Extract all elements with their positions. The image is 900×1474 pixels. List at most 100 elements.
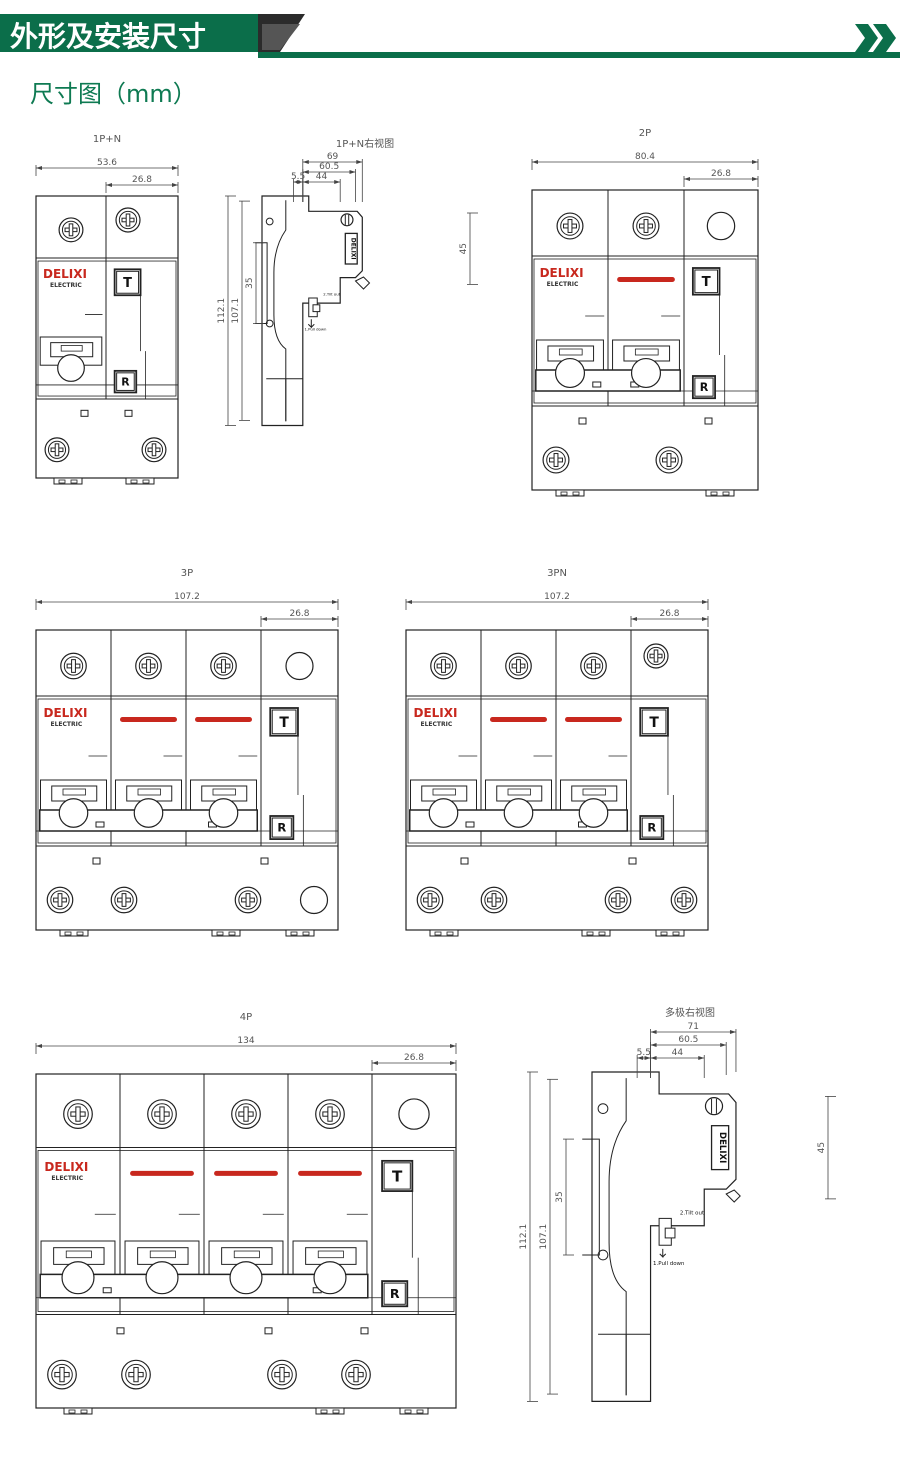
test-button-label: T bbox=[649, 715, 659, 731]
pole-handle-bar bbox=[298, 1170, 362, 1176]
reset-button: R bbox=[269, 815, 295, 841]
view-title: 3PN bbox=[547, 568, 567, 579]
dimension-label: 107.1 bbox=[539, 1224, 549, 1250]
side-inner-profile bbox=[273, 200, 287, 422]
dimension-line: 53.6 bbox=[35, 158, 179, 176]
blank-terminal-icon bbox=[145, 1261, 179, 1295]
dimension-line: 112.1 bbox=[519, 1071, 538, 1402]
terminal-screw-icon bbox=[115, 207, 141, 233]
dimension-label: 26.8 bbox=[711, 169, 731, 179]
blank-terminal-icon bbox=[398, 1098, 430, 1130]
terminal-screw-icon bbox=[267, 1359, 297, 1390]
terminal-screw-icon bbox=[341, 1359, 371, 1390]
dimension-line: 35 bbox=[245, 242, 264, 324]
view-title: 1P+N bbox=[93, 134, 121, 145]
terminal-screw-icon bbox=[655, 446, 683, 474]
side-label-plate: DELIXI bbox=[344, 232, 358, 265]
terminal-screw-icon bbox=[556, 212, 584, 240]
din-clip bbox=[53, 477, 83, 485]
view-title: 2P bbox=[639, 128, 651, 139]
din-clip bbox=[555, 489, 585, 497]
din-rail-slot bbox=[582, 1138, 600, 1256]
dimension-label: 107.1 bbox=[231, 298, 241, 324]
tilt-out-text: 2.Tilt out bbox=[680, 1211, 705, 1217]
din-clip bbox=[211, 929, 241, 937]
test-button: T bbox=[269, 707, 299, 737]
reset-button-label: R bbox=[121, 376, 130, 389]
din-clip bbox=[655, 929, 685, 937]
dimension-line: 107.2 bbox=[405, 592, 709, 610]
handle-tie-bar bbox=[39, 1273, 369, 1299]
reset-button: R bbox=[639, 815, 665, 841]
terminal-screw-icon bbox=[121, 1359, 151, 1390]
blank-terminal-icon bbox=[313, 1261, 347, 1295]
dimension-label: 35 bbox=[245, 277, 255, 288]
reset-button: R bbox=[113, 369, 138, 394]
dimension-line: 112.1 bbox=[217, 195, 236, 426]
latch-tab bbox=[354, 276, 371, 290]
terminal-screw-icon bbox=[604, 886, 632, 914]
dimension-label: 69 bbox=[327, 152, 339, 162]
blank-terminal-icon bbox=[578, 798, 609, 828]
din-clip bbox=[705, 489, 735, 497]
dimension-label: 60.5 bbox=[678, 1035, 698, 1045]
pole-handle-bar bbox=[120, 717, 177, 722]
terminal-screw-icon bbox=[58, 217, 84, 243]
dimension-label: 45 bbox=[817, 1142, 827, 1153]
blank-terminal-icon bbox=[299, 885, 329, 915]
side-label-plate: DELIXI bbox=[710, 1125, 730, 1171]
din-clip bbox=[315, 1407, 345, 1415]
dimension-line: 107.1 bbox=[539, 1078, 558, 1395]
terminal-screw-icon bbox=[44, 437, 70, 463]
terminal-screw-icon bbox=[210, 652, 237, 680]
din-clip bbox=[59, 929, 89, 937]
brand-sub: ELECTRIC bbox=[51, 1175, 83, 1182]
dimension-label: 5.5 bbox=[637, 1048, 651, 1058]
reset-button-label: R bbox=[277, 821, 286, 835]
terminal-screw-icon bbox=[416, 886, 444, 914]
dimension-label: 5.5 bbox=[291, 172, 305, 182]
blank-terminal-icon bbox=[554, 357, 586, 389]
terminal-screw-icon bbox=[632, 212, 660, 240]
din-clip bbox=[429, 929, 459, 937]
dimension-label: 45 bbox=[459, 243, 469, 254]
blank-terminal-icon bbox=[229, 1261, 263, 1295]
terminal-screw-icon bbox=[580, 652, 607, 680]
terminal-screw-icon bbox=[643, 643, 669, 669]
dimension-label: 112.1 bbox=[217, 298, 227, 324]
dimension-line: 107.1 bbox=[231, 200, 250, 421]
terminal-screw-icon bbox=[110, 886, 138, 914]
terminal-screw-icon bbox=[141, 437, 167, 463]
reset-button-label: R bbox=[390, 1286, 400, 1301]
dimension-line: 107.2 bbox=[35, 592, 339, 610]
dimension-line: 45 bbox=[817, 1096, 836, 1200]
din-clip bbox=[581, 929, 611, 937]
dimension-line: 26.8 bbox=[260, 609, 339, 627]
double-chevron-right-icon bbox=[855, 24, 896, 52]
side-inner-profile bbox=[608, 1078, 627, 1396]
terminal-screw-icon bbox=[505, 652, 532, 680]
test-button-label: T bbox=[123, 276, 132, 291]
blank-terminal-icon bbox=[208, 798, 239, 828]
din-clip bbox=[125, 477, 155, 485]
view-title: 3P bbox=[181, 568, 193, 579]
tilt-out-text: 2.Tilt out bbox=[323, 291, 340, 296]
pole-handle-bar bbox=[195, 717, 252, 722]
test-button: T bbox=[691, 267, 721, 296]
brand-name: DELIXI bbox=[44, 706, 88, 720]
section-subtitle: 尺寸图（mm） bbox=[30, 80, 197, 108]
terminal-screw-icon bbox=[135, 652, 162, 680]
dimension-label: 80.4 bbox=[635, 152, 655, 162]
dimension-line: 26.8 bbox=[683, 169, 759, 187]
test-button-label: T bbox=[392, 1167, 403, 1185]
dimension-line: 35 bbox=[555, 1138, 574, 1256]
dimension-label: 71 bbox=[688, 1022, 699, 1032]
terminal-screw-icon bbox=[46, 886, 74, 914]
pole-handle-bar bbox=[490, 717, 547, 722]
